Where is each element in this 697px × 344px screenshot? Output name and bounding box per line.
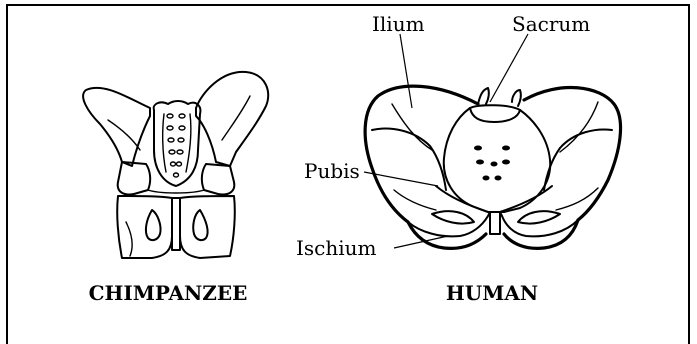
- label-pubis: Pubis: [304, 159, 360, 183]
- human-right-ilium: [524, 88, 621, 220]
- chimp-pubic-symphysis: [172, 198, 180, 250]
- human-right-ilium-inner: [544, 130, 612, 190]
- chimp-ischium-detail: [126, 222, 132, 256]
- chimpanzee-pelvis: [83, 72, 268, 258]
- human-left-obturator: [432, 211, 474, 223]
- human-right-ischium: [504, 220, 578, 248]
- chimp-left-ischium: [117, 196, 172, 258]
- caption-human: HUMAN: [446, 281, 538, 305]
- human-pelvis: [365, 86, 620, 248]
- ilium-pointer: [400, 34, 412, 108]
- human-sacrum-top: [470, 108, 520, 122]
- chimp-sacrum-ridge-right: [186, 114, 191, 172]
- chimp-right-ilium: [196, 72, 268, 166]
- human-right-obturator: [518, 211, 560, 223]
- sacrum-pointer: [490, 34, 528, 102]
- chimp-right-ilium-inner: [222, 96, 250, 140]
- human-pubic-symphysis: [490, 212, 500, 234]
- chimp-right-obturator: [193, 210, 207, 240]
- label-sacrum: Sacrum: [512, 12, 590, 36]
- human-right-acetabulum: [500, 212, 578, 236]
- chimp-sacral-foramina: [167, 114, 185, 177]
- chimp-hip-region-right: [202, 164, 234, 195]
- chimp-hip-inner: [148, 190, 204, 193]
- human-sacral-promontory: [478, 88, 489, 104]
- human-left-ramus: [394, 190, 436, 210]
- caption-chimpanzee: CHIMPANZEE: [89, 281, 248, 305]
- chimp-left-obturator: [146, 210, 161, 240]
- leader-lines: [364, 34, 528, 248]
- human-sacral-promontory-right: [512, 90, 521, 106]
- chimp-hip-region: [118, 162, 150, 195]
- chimp-left-ilium-inner: [108, 120, 140, 150]
- human-sacral-foramina: [474, 146, 510, 181]
- human-left-ischium: [408, 222, 486, 248]
- chimp-sacrum-ridge-left: [163, 114, 166, 172]
- label-ilium: Ilium: [372, 12, 425, 36]
- label-ischium: Ischium: [296, 236, 377, 260]
- human-left-acetabulum: [408, 212, 490, 236]
- human-right-ilium-crest: [560, 102, 598, 152]
